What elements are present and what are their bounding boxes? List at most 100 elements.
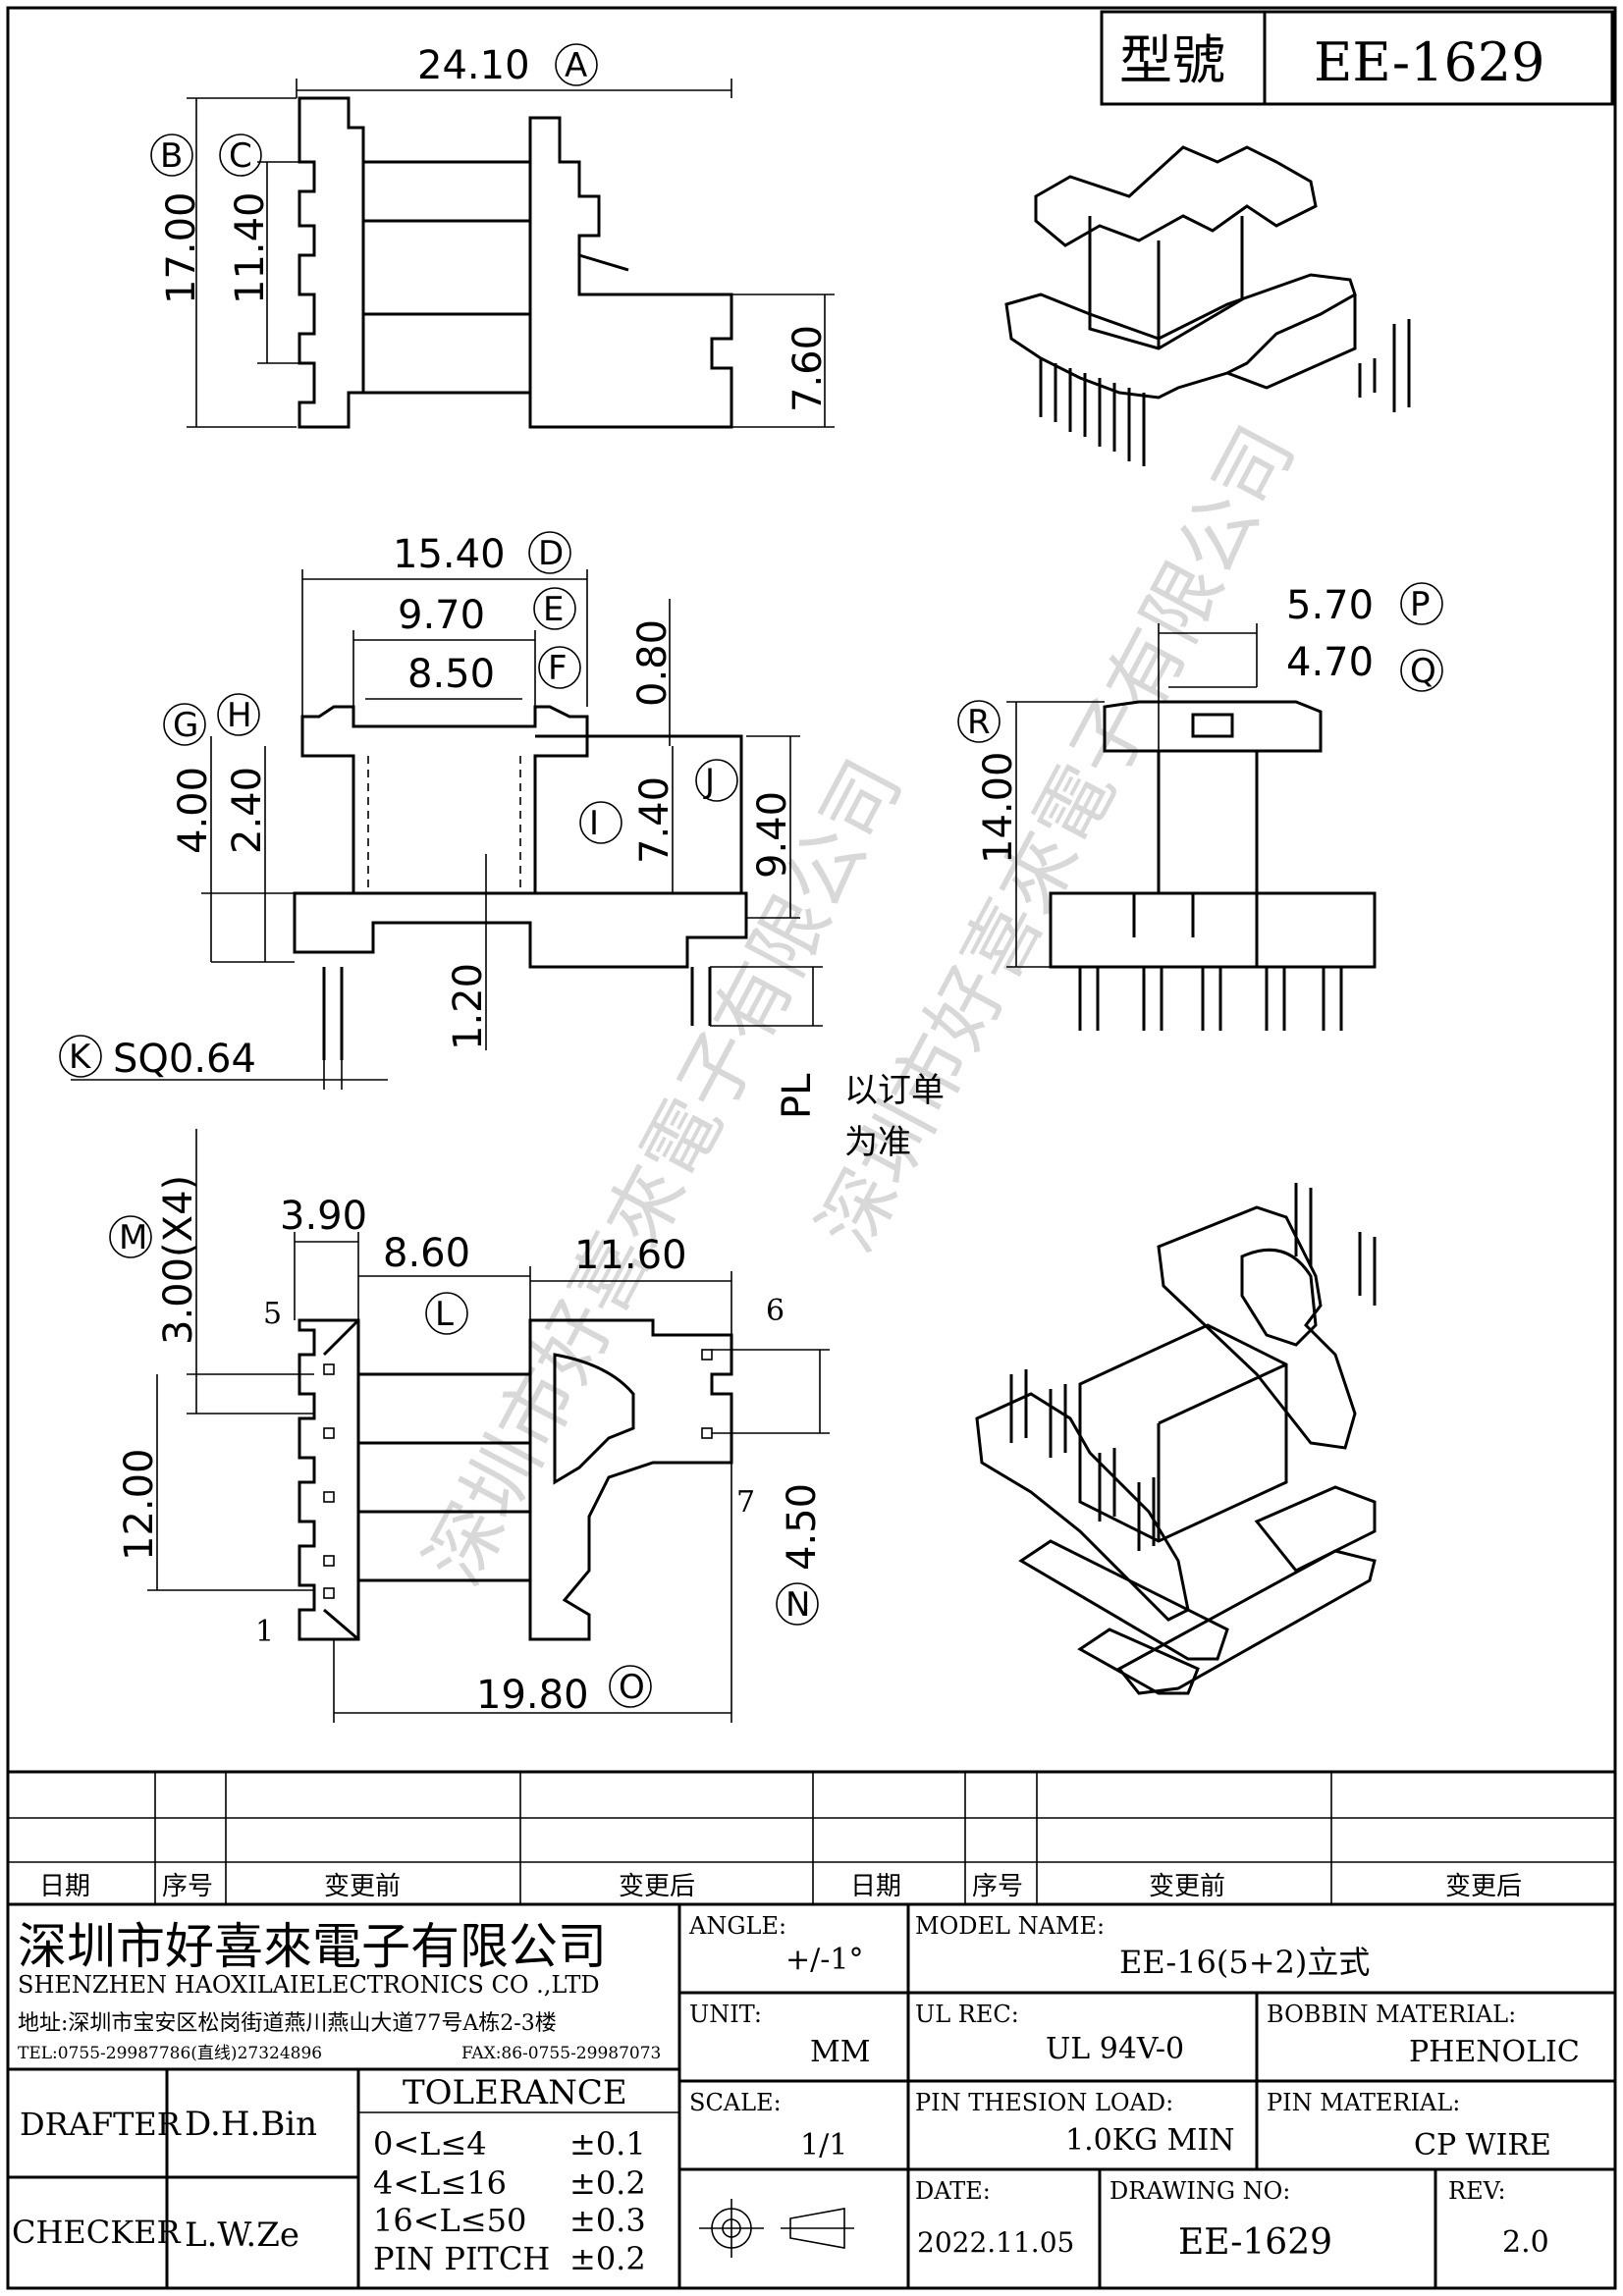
rev-header-seq-1: 序号 [162,1872,213,1901]
dim-1160-value: 11.60 [574,1233,687,1278]
dim-p-letter: P [1410,585,1431,624]
dim-l-letter: L [435,1295,454,1334]
tolerance-title: TOLERANCE [403,2073,627,2112]
dim-e-letter: E [543,590,564,629]
isometric-view-2 [975,1183,1377,1695]
pl-note-line-1: 以订单 [844,1071,945,1110]
rev-header-after-1: 变更后 [619,1872,695,1901]
pin-load-label: PIN THESION LOAD: [915,2089,1173,2116]
dim-f-value: 8.50 [407,652,495,697]
pin-load-value: 1.0KG MIN [1065,2123,1234,2158]
model-value: EE-16(5+2)立式 [1119,1944,1370,1981]
side-view [1049,700,1377,1031]
unit-value: MM [810,2035,870,2069]
title-box-label: 型號 [1119,29,1225,91]
tolerance-value-4: ±0.2 [569,2240,646,2277]
staff-block: DRAFTER D.H.Bin CHECKER L.W.Ze TOLERANCE… [8,2069,679,2288]
isometric-view-1 [1004,145,1411,466]
company-tel: TEL:0755-29987786(直线)27324896 [18,2044,322,2063]
drafter-name: D.H.Bin [185,2105,317,2144]
dim-760-value: 7.60 [785,325,831,412]
dim-i-value: 7.40 [632,776,677,864]
dim-f-letter: F [548,649,568,688]
dim-k-value: SQ0.64 [113,1037,256,1082]
sheet-border [6,6,1617,2290]
rev-header-date-2: 日期 [850,1872,901,1901]
rev-header-date-1: 日期 [39,1872,90,1901]
rev-header-before-1: 变更前 [324,1872,401,1901]
dim-g-value: 4.00 [171,767,216,854]
dim-l-value: 8.60 [383,1231,470,1276]
projection-symbol [699,2199,854,2258]
bobbin-value: PHENOLIC [1409,2035,1580,2069]
checker-name: L.W.Ze [185,2216,299,2255]
dim-e-value: 9.70 [398,593,485,638]
company-name-en: SHENZHEN HAOXILAIELECTRONICS CO .,LTD [18,1971,600,1999]
company-fax: FAX:86-0755-29987073 [461,2044,661,2063]
tolerance-value-1: ±0.1 [569,2125,646,2163]
dim-p-value: 5.70 [1286,583,1374,628]
tolerance-value-3: ±0.3 [569,2202,646,2239]
rev-label: REV: [1448,2177,1506,2205]
tolerance-value-2: ±0.2 [569,2164,646,2202]
date-label: DATE: [915,2177,991,2205]
scale-value: 1/1 [800,2128,847,2163]
pin-mat-value: CP WIRE [1414,2128,1551,2163]
rev-value: 2.0 [1502,2225,1549,2260]
front-view [293,705,748,1060]
dim-120-value: 1.20 [446,963,491,1050]
rev-header-before-2: 变更前 [1149,1872,1225,1901]
drawing-label: DRAWING NO: [1109,2177,1290,2205]
drawing-value: EE-1629 [1178,2222,1332,2263]
dim-c-value: 11.40 [228,191,273,304]
scale-label: SCALE: [689,2089,782,2116]
pin-5-label: 5 [263,1297,282,1331]
dim-h-value: 2.40 [225,767,270,854]
model-label: MODEL NAME: [915,1912,1105,1940]
dim-m-value: 3.00(X4) [156,1175,201,1345]
dim-n-value: 4.50 [780,1483,825,1571]
dim-j-value: 9.40 [750,791,795,879]
dim-1200-value: 12.00 [117,1448,162,1561]
company-name-cn: 深圳市好喜來電子有限公司 [18,1918,607,1975]
checker-label: CHECKER [12,2214,182,2251]
bottom-view [298,1318,733,1641]
ul-value: UL 94V-0 [1046,2032,1184,2066]
dim-a-value: 24.10 [417,43,530,88]
dim-j-letter: J [703,762,715,801]
dim-r-value: 14.00 [976,751,1021,864]
rev-header-after-2: 变更后 [1445,1872,1522,1901]
side-view-dims: 5.70 P 4.70 Q 14.00 R [957,582,1443,968]
bobbin-label: BOBBIN MATERIAL: [1267,2001,1516,2028]
dim-n-letter: N [785,1585,810,1625]
pin-mat-label: PIN MATERIAL: [1267,2089,1460,2116]
dim-c-letter: C [229,136,252,176]
dim-b-letter: B [160,136,183,176]
title-box: 型號 EE-1629 [1100,10,1614,106]
front-view-dims: 15.40 D 9.70 E 8.50 F 0.80 4.00 G 2.40 H… [59,531,945,1162]
revision-table: 日期 序号 变更前 变更后 日期 序号 变更前 变更后 [8,1770,1615,1906]
bottom-view-dims: 3.90 8.60 L 11.60 3.00(X4) M 12.00 4.50 … [109,1129,830,1723]
top-view [298,96,733,429]
dim-q-value: 4.70 [1286,640,1374,685]
pin-1-label: 1 [255,1615,274,1649]
tolerance-range-4: PIN PITCH [373,2240,550,2277]
pin-7-label: 7 [736,1485,755,1520]
dim-k-letter: K [69,1038,92,1077]
dim-d-value: 15.40 [393,532,506,577]
angle-label: ANGLE: [688,1912,786,1940]
dim-b-value: 17.00 [159,191,204,304]
tolerance-range-3: 16<L≤50 [373,2202,526,2239]
dim-g-letter: G [173,706,198,745]
dim-d-letter: D [538,534,564,573]
dim-h-letter: H [227,696,252,735]
date-value: 2022.11.05 [917,2226,1074,2259]
drafter-label: DRAFTER [20,2106,182,2143]
tolerance-range-1: 0<L≤4 [373,2125,487,2163]
angle-value: +/-1° [785,1943,863,1977]
company-address: 地址:深圳市宝安区松岗街道燕川燕山大道77号A栋2-3楼 [18,2011,557,2036]
top-view-dims: 24.10 A 17.00 B 11.40 C 7.60 [150,43,835,428]
pl-note-line-2: 为准 [844,1123,911,1162]
title-box-model: EE-1629 [1314,31,1545,93]
